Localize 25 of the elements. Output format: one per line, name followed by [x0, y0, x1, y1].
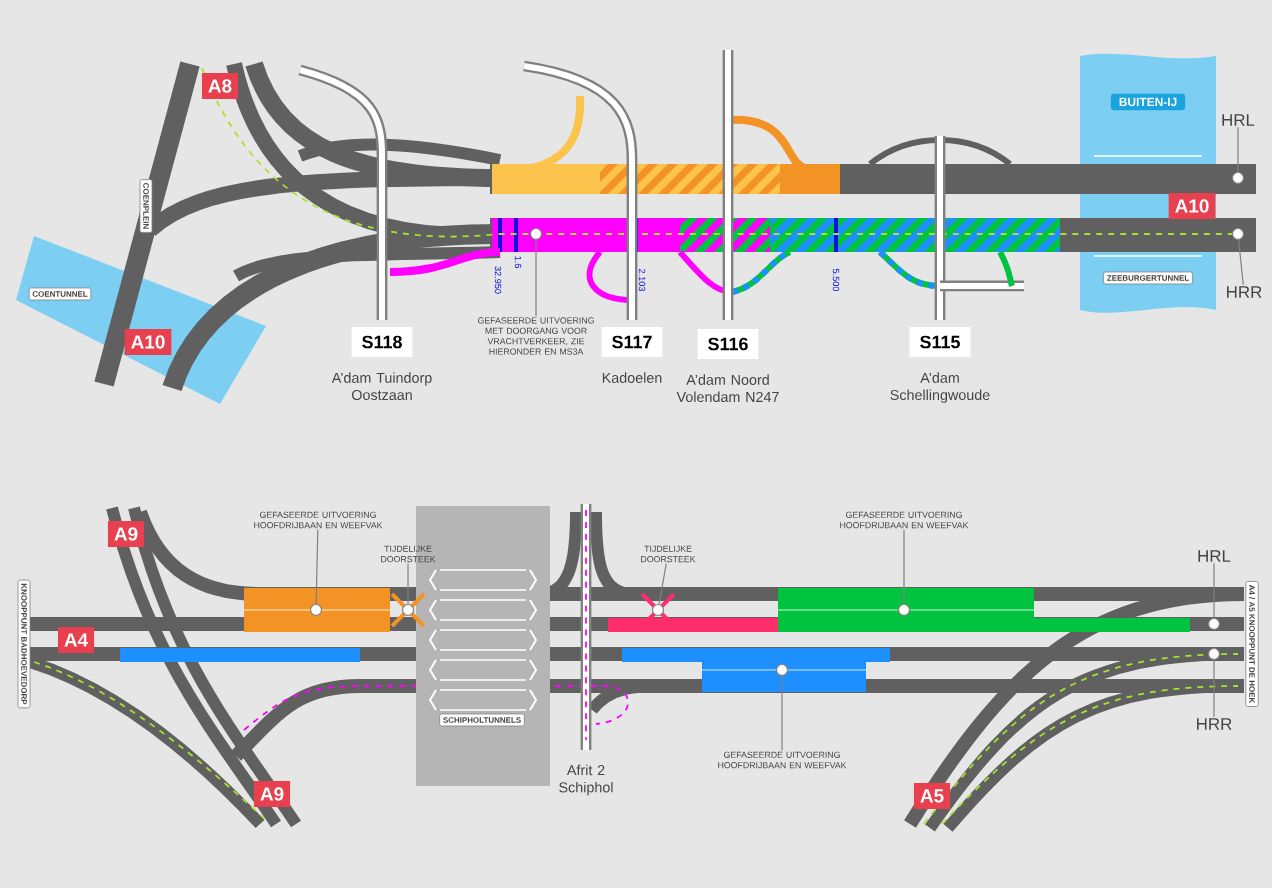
- lane-text: HRR: [1227, 286, 1262, 298]
- exit-sign: S115: [909, 327, 971, 357]
- leader-line: [315, 529, 319, 605]
- road-shield: A10: [1168, 193, 1216, 219]
- leader-line: [535, 239, 537, 317]
- road-shield: A9: [253, 781, 291, 807]
- leader-line: [658, 563, 667, 605]
- leader-line: [781, 675, 783, 751]
- leader-line: [1213, 562, 1215, 619]
- exit-sign: S116: [697, 329, 759, 359]
- exit-sign: S118: [351, 327, 413, 357]
- road-shield: A4: [57, 627, 95, 653]
- leader-line: [1238, 239, 1244, 286]
- lane-text: HRR: [1197, 718, 1232, 730]
- leader-line: [903, 529, 905, 605]
- leader-line: [407, 563, 409, 605]
- road-shield: A10: [124, 329, 172, 355]
- road-shield: A9: [107, 521, 145, 547]
- road-shield: A8: [201, 73, 239, 99]
- lane-text: HRL: [1222, 114, 1255, 126]
- leader-line: [1213, 659, 1215, 718]
- road-shield: A5: [913, 783, 951, 809]
- lane-text: HRL: [1198, 550, 1231, 562]
- exit-sign: S117: [601, 327, 663, 357]
- leader-line: [1237, 126, 1239, 173]
